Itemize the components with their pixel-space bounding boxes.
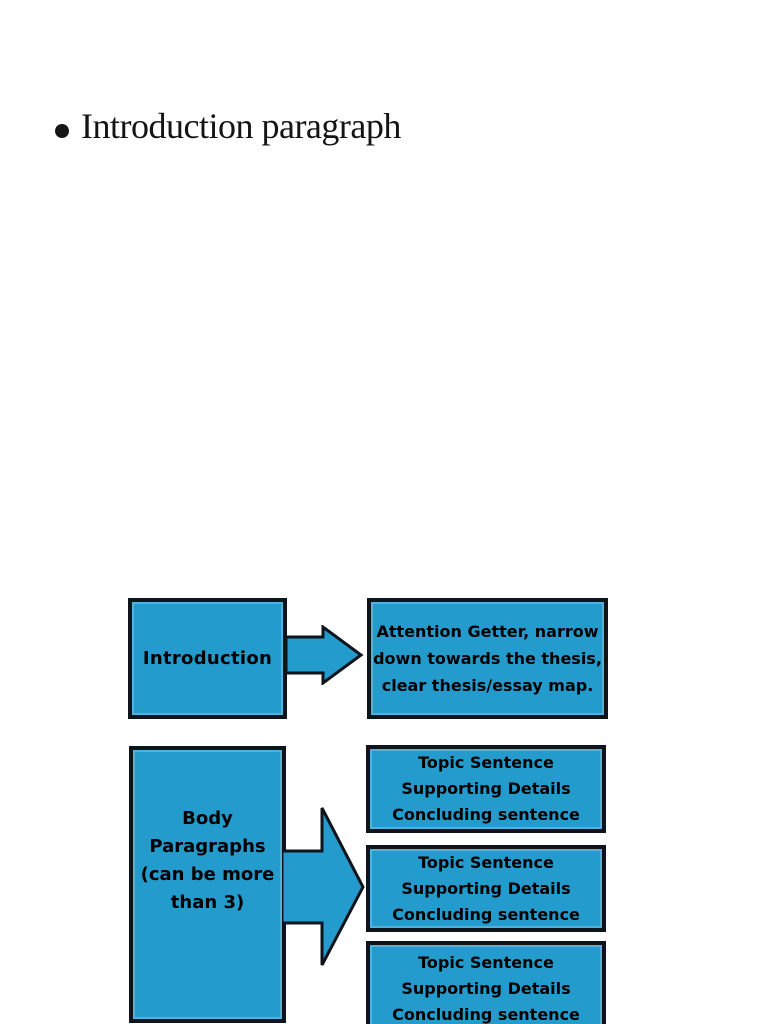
topic-sentence-box: Topic Sentence Supporting Details Conclu… xyxy=(366,941,606,1024)
introduction-label: Introduction xyxy=(142,648,273,669)
attention-line: clear thesis/essay map. xyxy=(381,676,594,695)
introduction-box: Introduction xyxy=(128,598,287,719)
body-label-line: (can be more xyxy=(140,863,275,885)
topic-line: Concluding sentence xyxy=(392,904,580,924)
topic-line: Supporting Details xyxy=(401,779,571,798)
body-label-line: than 3) xyxy=(170,891,245,913)
attention-getter-box: Attention Getter, narrow down towards th… xyxy=(367,598,608,719)
body-paragraphs-box: Body Paragraphs (can be more than 3) xyxy=(129,746,286,1023)
page-title: Introduction paragraph xyxy=(81,106,401,146)
right-arrow-icon xyxy=(282,807,365,966)
topic-line: Topic Sentence xyxy=(418,753,554,772)
right-arrow-icon xyxy=(286,625,364,685)
body-label-line: Paragraphs xyxy=(149,835,266,857)
topic-line: Topic Sentence xyxy=(418,952,554,972)
attention-line: Attention Getter, narrow xyxy=(376,622,599,641)
topic-line: Concluding sentence xyxy=(392,805,580,824)
topic-sentence-box: Topic Sentence Supporting Details Conclu… xyxy=(366,845,606,932)
topic-line: Concluding sentence xyxy=(392,1004,580,1024)
body-label-line: Body xyxy=(182,807,233,829)
topic-line: Supporting Details xyxy=(401,878,571,898)
topic-sentence-box: Topic Sentence Supporting Details Conclu… xyxy=(366,745,606,833)
attention-line: down towards the thesis, xyxy=(373,649,602,668)
bullet-marker xyxy=(55,124,69,138)
topic-line: Supporting Details xyxy=(401,978,571,998)
topic-line: Topic Sentence xyxy=(418,852,554,872)
